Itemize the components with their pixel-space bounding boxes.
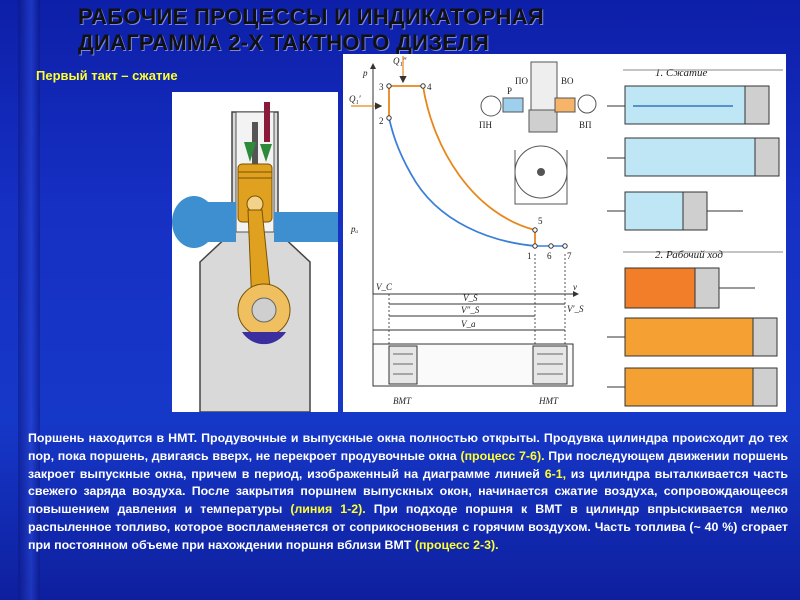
legend-power: 2. Рабочий ход xyxy=(655,249,723,261)
decorative-side-bar xyxy=(18,0,40,600)
page-title: РАБОЧИЕ ПРОЦЕССЫ И ИНДИКАТОРНАЯ ДИАГРАММ… xyxy=(78,4,778,56)
axis-p-label: p xyxy=(362,68,368,78)
engine-cross-section xyxy=(172,92,338,412)
label-p: Р xyxy=(507,86,512,96)
dim-vc: V_C xyxy=(376,282,393,292)
desc-text-2: При последующем движении поршень закроет… xyxy=(28,448,788,481)
desc-highlight-4: (процесс 2-3). xyxy=(414,537,499,552)
desc-text-4: При подходе поршня к ВМТ в цилиндр впрыс… xyxy=(28,502,788,552)
title-line-1: РАБОЧИЕ ПРОЦЕССЫ И ИНДИКАТОРНАЯ xyxy=(78,4,544,29)
point-3: 3 xyxy=(379,82,384,92)
point-7: 7 xyxy=(567,251,572,261)
pa-label: pₐ xyxy=(350,224,359,234)
dim-vs-double: V″_S xyxy=(461,305,480,315)
point-1: 1 xyxy=(527,251,532,261)
desc-highlight-3: (линия 1-2). xyxy=(290,502,366,517)
q1-top-label: Q₁″ xyxy=(393,56,407,66)
dim-va: V_a xyxy=(461,319,476,329)
mechanism-sketch: ПО ВО Р ПН ВП xyxy=(479,61,597,205)
q1-left-label: Q₁′ xyxy=(349,94,362,104)
axis-v-label: v xyxy=(573,282,577,292)
cylinder-sketch-3 xyxy=(607,191,743,231)
label-vo: ВО xyxy=(561,76,574,86)
cylinder-sketch-1 xyxy=(607,85,770,125)
dim-vs: V_S xyxy=(463,293,478,303)
bmt-label: ВМТ xyxy=(393,396,412,406)
point-2: 2 xyxy=(379,116,384,126)
desc-highlight-1: (процесс 7-6). xyxy=(460,448,545,463)
process-description: Поршень находится в НМТ. Продувочные и в… xyxy=(28,430,788,555)
cylinder-sketch-4 xyxy=(624,267,755,309)
cylinder-sketch-2 xyxy=(607,137,780,177)
label-vp: ВП xyxy=(579,120,592,130)
point-6: 6 xyxy=(547,251,552,261)
label-po: ПО xyxy=(515,76,528,86)
label-pn: ПН xyxy=(479,120,492,130)
desc-highlight-2: 6-1, xyxy=(544,466,567,481)
title-line-2: ДИАГРАММА 2-Х ТАКТНОГО ДИЗЕЛЯ xyxy=(78,30,490,55)
dim-vs-prime: V′_S xyxy=(567,304,584,314)
cylinder-sketch-6 xyxy=(607,367,778,407)
cylinder-sketch-5 xyxy=(607,317,778,357)
stroke-subtitle: Первый такт – сжатие xyxy=(36,68,178,83)
legend-compression: 1. Сжатие xyxy=(655,67,707,79)
point-4: 4 xyxy=(427,82,432,92)
desc-text-3: из цилиндра выталкивается часть свежего … xyxy=(28,466,788,517)
nmt-label: НМТ xyxy=(538,396,559,406)
point-5: 5 xyxy=(538,216,543,226)
indicator-diagram-panel: p v pₐ Q₁″ Q₁′ 1 2 3 4 5 6 7 V_C xyxy=(343,54,786,412)
desc-text-1: Поршень находится в НМТ. Продувочные и в… xyxy=(28,431,788,463)
